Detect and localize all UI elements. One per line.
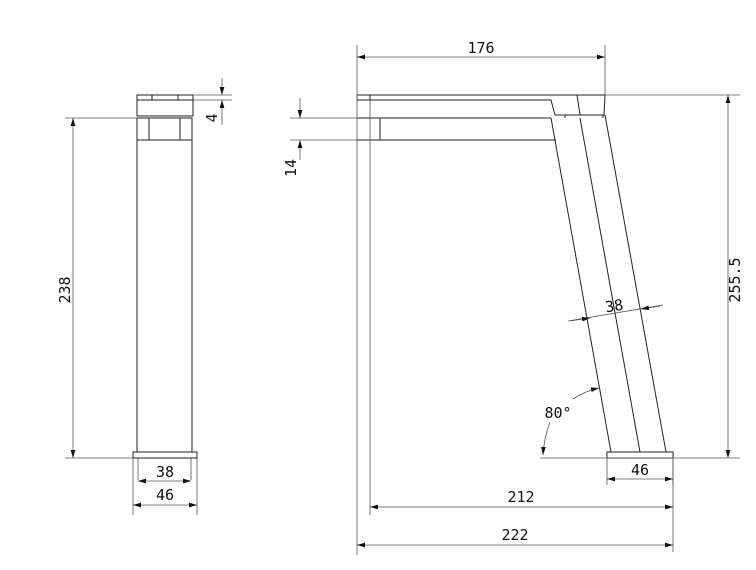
dim-38-front: 38 <box>567 296 664 322</box>
dim-255-5: 255.5 <box>605 94 744 458</box>
dim-label-222: 222 <box>501 526 528 544</box>
dim-222: 222 <box>357 526 673 548</box>
dim-label-212: 212 <box>507 488 534 506</box>
dim-label-38-front: 38 <box>604 296 625 317</box>
dim-14: 14 <box>282 98 357 177</box>
front-body <box>357 114 674 459</box>
dim-label-46-side: 46 <box>156 486 174 504</box>
dim-176: 176 <box>357 39 606 95</box>
spout <box>356 94 606 116</box>
dim-46-front: 46 <box>606 458 674 485</box>
dim-4: 4 <box>193 78 232 125</box>
dim-label-14: 14 <box>282 159 300 177</box>
side-handle <box>136 94 194 117</box>
front-view: 176 14 255.5 38 80° 46 <box>282 39 744 555</box>
dim-label-176: 176 <box>467 39 494 57</box>
dim-label-38-side: 38 <box>156 463 174 481</box>
dim-label-4: 4 <box>203 113 221 122</box>
dim-label-238: 238 <box>56 276 74 303</box>
dim-label-46-front: 46 <box>631 461 649 479</box>
dim-212: 212 <box>370 488 673 510</box>
dim-46-side: 46 <box>132 458 198 515</box>
side-view: 238 4 38 46 <box>56 78 232 515</box>
side-body <box>132 117 198 459</box>
dim-238: 238 <box>56 117 137 459</box>
dim-label-255-5: 255.5 <box>726 257 744 302</box>
dim-label-80-degrees: 80° <box>544 404 571 422</box>
dim-38-side: 38 <box>137 458 192 484</box>
dim-angle-80: 80° <box>541 387 600 456</box>
